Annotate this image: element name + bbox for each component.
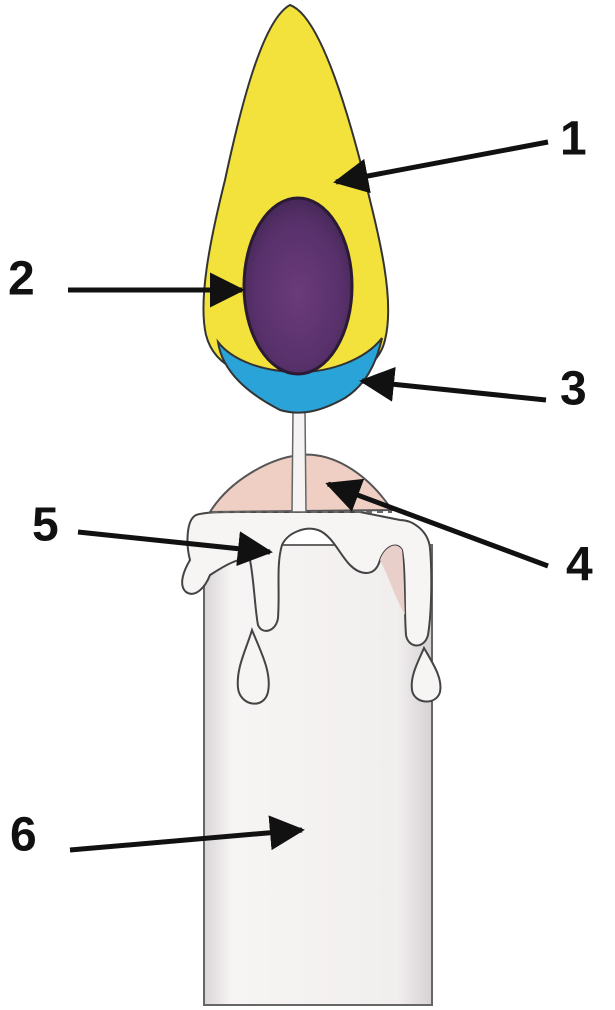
candle-body: [204, 545, 432, 1005]
purple-inner-flame: [244, 198, 352, 374]
arrow-3: [362, 381, 546, 400]
label-5: 5: [32, 499, 59, 552]
label-6: 6: [10, 809, 37, 862]
wick: [292, 410, 306, 512]
label-1: 1: [560, 113, 587, 166]
label-4: 4: [566, 539, 593, 592]
label-3: 3: [560, 363, 587, 416]
label-2: 2: [8, 253, 35, 306]
arrow-1: [336, 142, 548, 182]
